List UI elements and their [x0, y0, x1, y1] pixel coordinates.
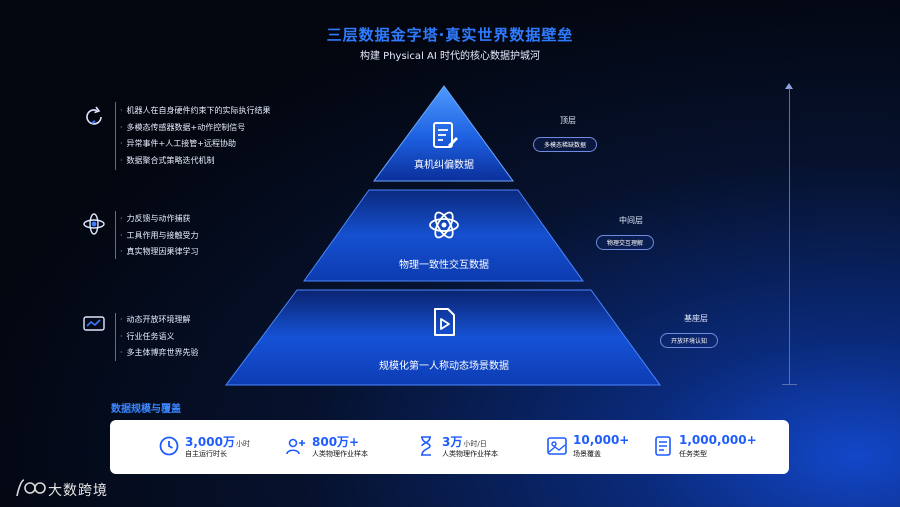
list-item: 数据聚合式策略迭代机制 — [120, 153, 271, 170]
list-item: 行业任务语义 — [120, 329, 199, 346]
stat-value: 800万+ — [312, 435, 360, 449]
list-item: 多模态传感器数据+动作控制信号 — [120, 120, 271, 137]
pyramid-top-layer — [373, 85, 514, 182]
page-title: 三层数据金字塔·真实世界数据壁垒 — [326, 26, 574, 44]
list-item: 多主体博弈世界先验 — [120, 345, 199, 362]
stats-section-title: 数据规模与覆盖 — [111, 404, 181, 415]
image-grid-icon — [547, 437, 567, 455]
bullet-divider-middle — [115, 211, 116, 259]
layer-label-middle: 物理一致性交互数据 — [399, 260, 489, 271]
task-list-icon — [655, 436, 671, 456]
stat-label: 自主运行时长 — [185, 450, 227, 458]
page-subtitle: 构建 Physical AI 时代的核心数据护城河 — [359, 51, 540, 62]
brand-logo-icon — [16, 479, 46, 497]
list-item: 动态开放环境理解 — [120, 312, 199, 329]
document-edit-icon — [433, 122, 458, 148]
arrow-up-icon — [785, 83, 793, 89]
monitor-chart-icon — [83, 316, 105, 331]
tier-badge-base: 开放环境认知 — [660, 333, 719, 348]
bullet-list-middle: 力反馈与动作捕获 工具作用与接触受力 真实物理因果律学习 — [120, 211, 199, 261]
tier-name-base: 基座层 — [684, 314, 708, 323]
stat-value: 3,000万小时 — [185, 435, 250, 449]
stat-label: 人类物理作业样本 — [312, 450, 368, 458]
bullet-list-base: 动态开放环境理解 行业任务语义 多主体博弈世界先验 — [120, 312, 199, 362]
list-item: 异常事件+人工接管+远程协助 — [120, 136, 271, 153]
list-item: 工具作用与接触受力 — [120, 228, 199, 245]
tier-name-top: 顶层 — [560, 116, 576, 125]
axis-foot-tick — [782, 384, 797, 385]
layer-label-base: 规模化第一人称动态场景数据 — [379, 361, 509, 372]
list-item: 力反馈与动作捕获 — [120, 211, 199, 228]
users-add-icon — [286, 438, 305, 455]
layer-label-top: 真机纠偏数据 — [414, 160, 474, 171]
hourglass-icon — [421, 436, 431, 456]
tier-badge-middle: 物理交互理解 — [596, 235, 655, 250]
stat-label: 任务类型 — [679, 450, 707, 458]
stats-panel: 3,000万小时 自主运行时长 800万+ 人类物理作业样本 3万小时/日 人类… — [110, 420, 789, 474]
video-play-icon — [434, 308, 455, 336]
bullet-divider-top — [115, 102, 116, 170]
clock-icon — [159, 436, 179, 456]
stat-value: 3万小时/日 — [442, 435, 487, 449]
orbit-icon — [83, 213, 105, 235]
tier-name-middle: 中间层 — [619, 216, 643, 225]
stat-value: 1,000,000+ — [679, 433, 757, 447]
pyramid-base-layer — [225, 289, 661, 386]
tier-badge-top: 多模态稀缺数据 — [533, 137, 598, 152]
bullet-list-top: 机器人在自身硬件约束下的实际执行结果 多模态传感器数据+动作控制信号 异常事件+… — [120, 103, 271, 169]
refresh-cycle-icon — [86, 106, 102, 125]
stat-label: 场景覆盖 — [573, 450, 601, 458]
stat-value: 10,000+ — [573, 433, 630, 447]
list-item: 真实物理因果律学习 — [120, 244, 199, 261]
bullet-divider-base — [115, 313, 116, 361]
vertical-axis-line — [789, 88, 790, 385]
brand-logo-text: 大数跨境 — [48, 483, 108, 499]
atom-icon — [429, 211, 459, 239]
list-item: 机器人在自身硬件约束下的实际执行结果 — [120, 103, 271, 120]
stat-label: 人类物理作业样本 — [442, 450, 498, 458]
